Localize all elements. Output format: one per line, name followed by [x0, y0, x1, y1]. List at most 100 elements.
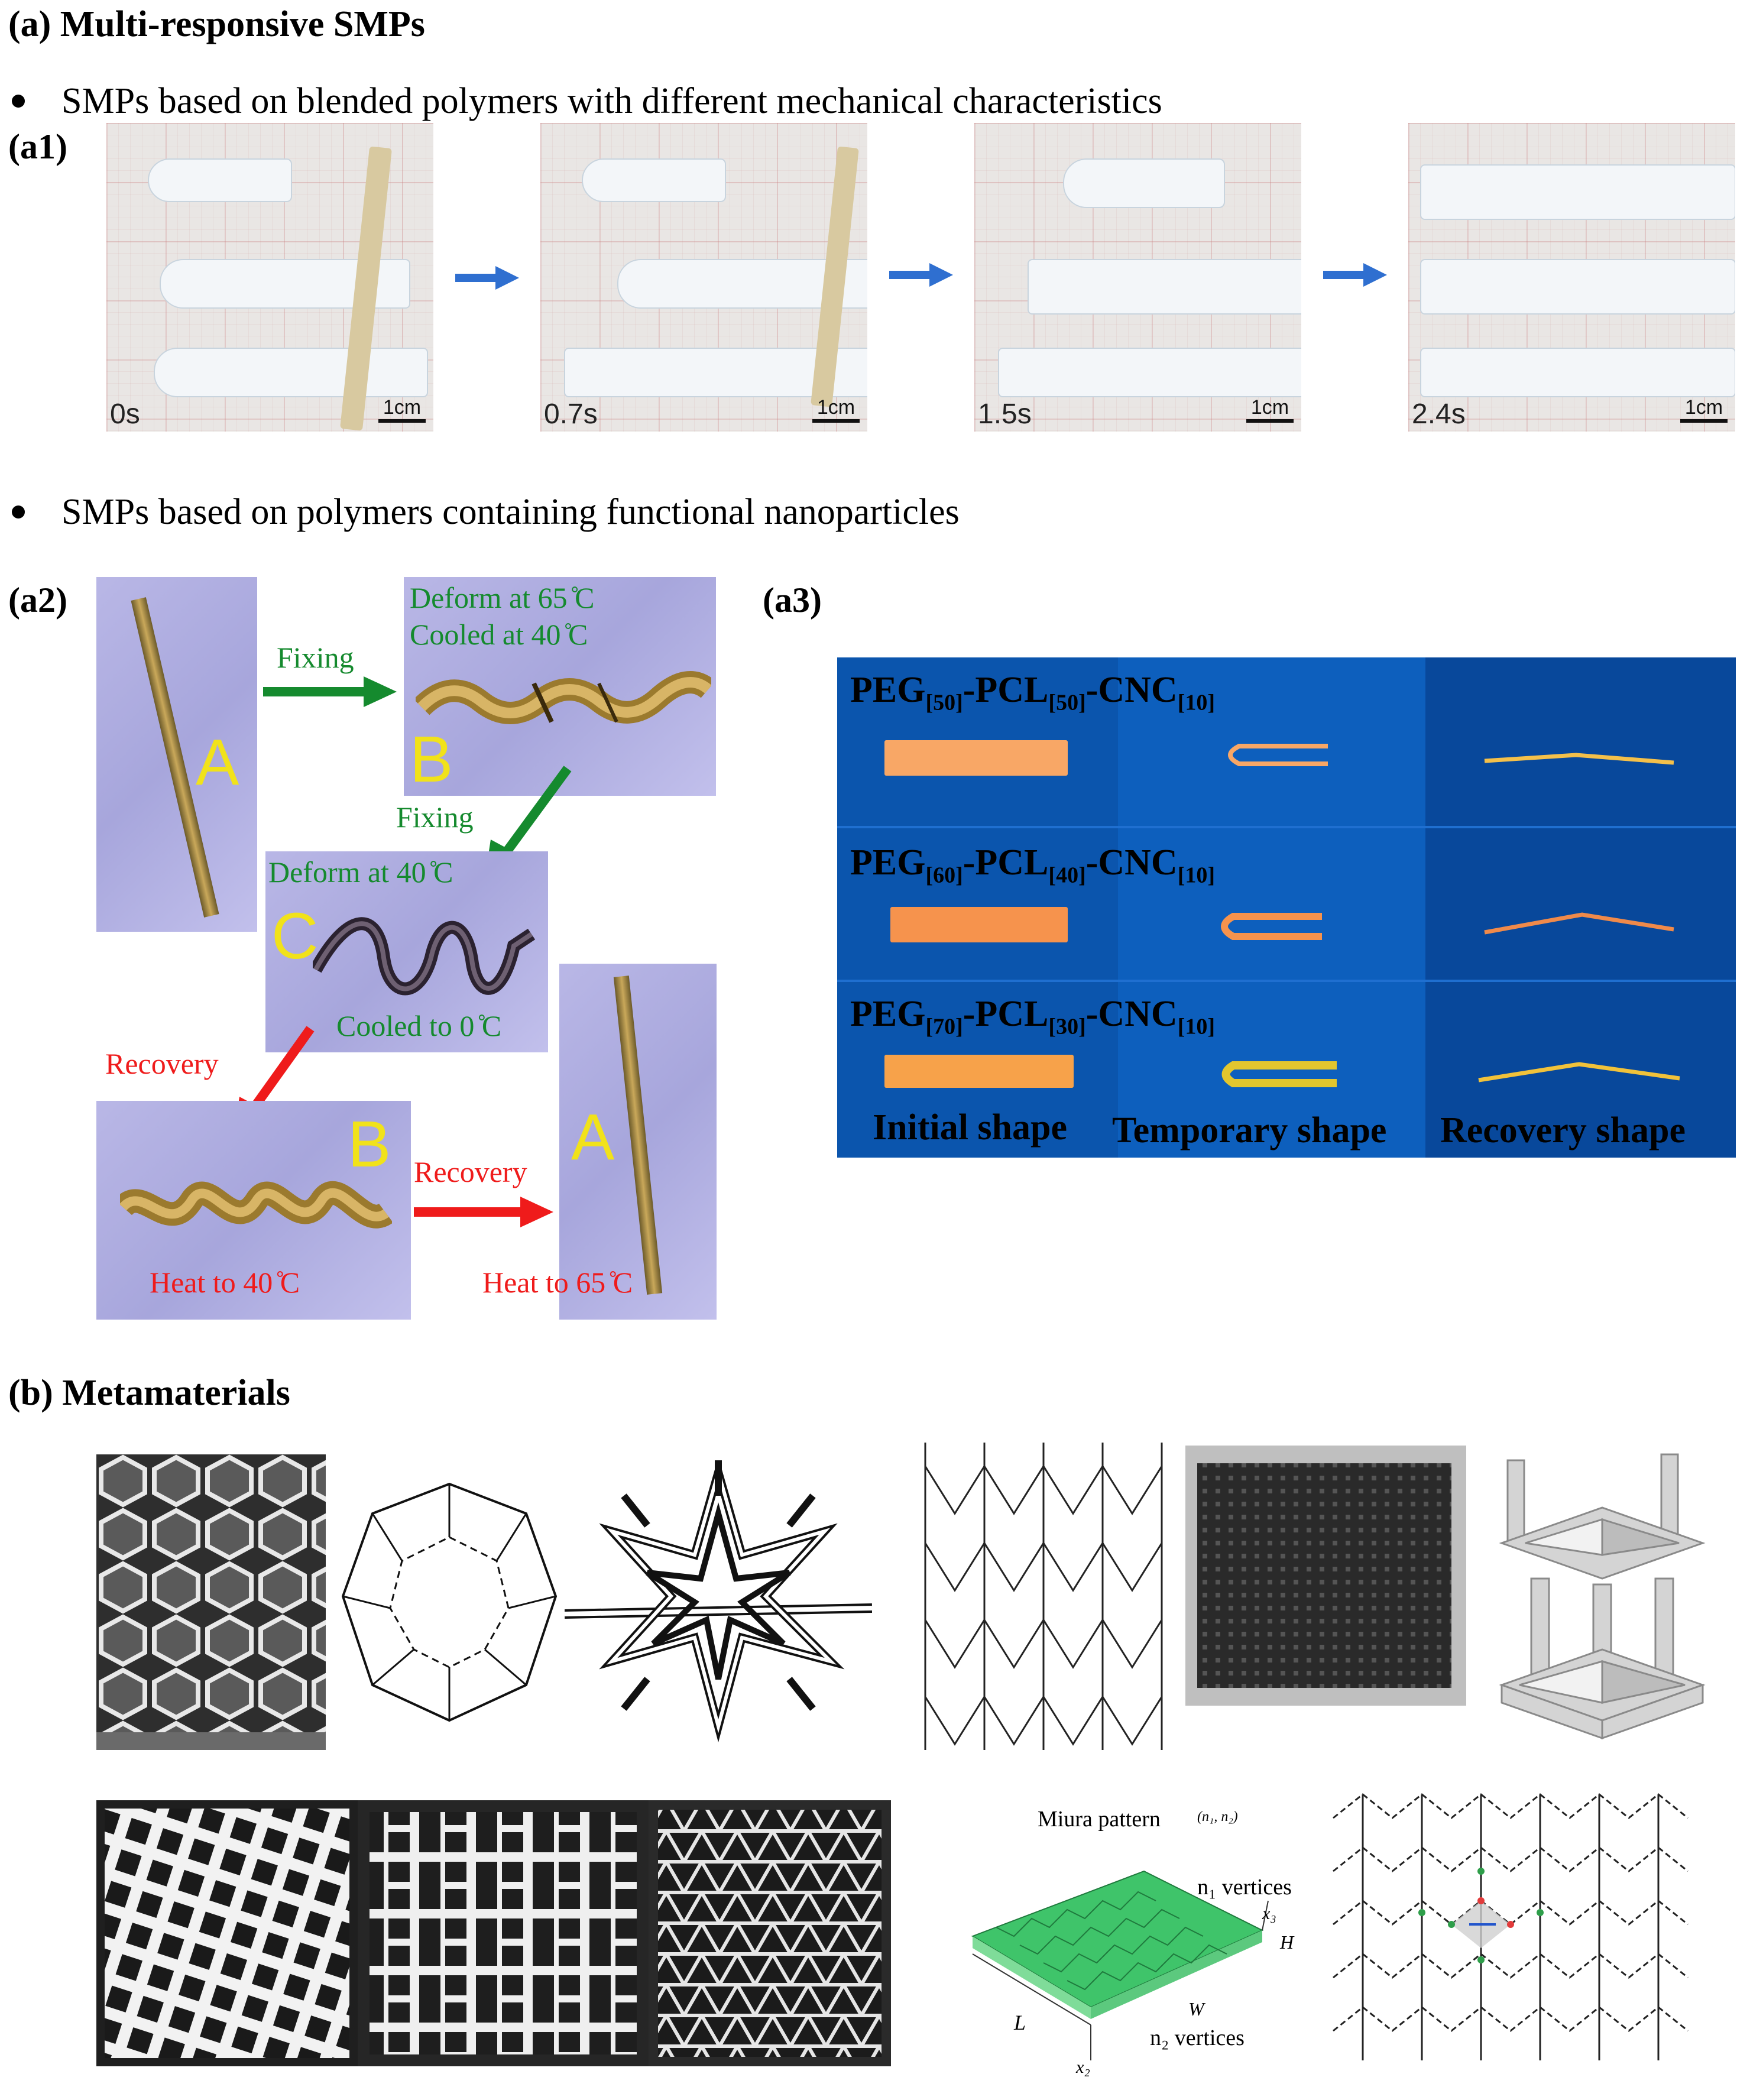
triangular-lattice-sample: [649, 1800, 891, 2066]
a2-panel-b-recovery: B Heat to 40 ̊C: [96, 1101, 411, 1320]
zigzag-lattice-sketch: [924, 1443, 1163, 1750]
initial-shape-strip: [884, 740, 1068, 776]
bullet-nanoparticles: SMPs based on polymers containing functi…: [0, 494, 960, 530]
l-label: L: [1014, 2011, 1026, 2034]
miura-n-label: (n₁, n₂): [1197, 1809, 1238, 1824]
time-label: 1.5s: [978, 398, 1032, 430]
bullet-text: SMPs based on blended polymers with diff…: [61, 81, 1162, 121]
a3-row-label: PEG[60]-PCL[40]-CNC[10]: [850, 842, 1216, 888]
green-arrow-icon: [263, 676, 397, 707]
scale-label: 1cm: [1684, 396, 1723, 419]
row-divider: [837, 980, 1736, 982]
x2-label: x₂: [1076, 2057, 1090, 2077]
bullet-dot: [12, 505, 25, 518]
helix-strip: [120, 1181, 392, 1229]
scale-label: 1cm: [383, 396, 422, 419]
strip-flat: [1420, 348, 1735, 397]
cooled-40-label: Cooled at 40 ̊C: [410, 618, 588, 651]
polyhedral-cell-sketch: [341, 1482, 558, 1722]
col-bg: [1118, 657, 1425, 1158]
strip-flat: [1420, 259, 1735, 315]
miura-sheet: [971, 1870, 1269, 2060]
gold-strip: [613, 976, 663, 1295]
chevron-crease-pattern: [1333, 1793, 1689, 2060]
a2-panel-b-deform65: Deform at 65 ̊C Cooled at 40 ̊C B: [404, 577, 716, 796]
cooled-0-label: Cooled to 0 ̊C: [336, 1009, 502, 1042]
heat-65-label: Heat to 65 ̊C: [482, 1266, 633, 1299]
w-label: W: [1188, 1998, 1204, 2020]
letter-a: A: [196, 726, 239, 799]
row-divider: [837, 826, 1736, 828]
square-lattice-sample: [96, 1800, 358, 2066]
scale-bar-group: 1cm: [378, 396, 426, 423]
col-bg: [1425, 657, 1736, 1158]
n2-vertices-label: n₂ vertices: [1150, 2026, 1245, 2050]
strip-coil: [582, 158, 726, 202]
miura-title: Miura pattern: [1038, 1807, 1161, 1832]
foam-micrograph: [96, 1454, 326, 1750]
lattice-mesh: [1197, 1463, 1451, 1688]
a3-peg-pcl-cnc-panel: PEG[50]-PCL[50]-CNC[10] PEG[60]-PCL[40]-…: [837, 657, 1736, 1158]
scale-bar: [1680, 419, 1728, 423]
letter-b: B: [348, 1108, 391, 1181]
brick-lattice-sample: [358, 1800, 649, 2066]
time-label: 0.7s: [544, 398, 598, 430]
a2-panel-a-recovered: A Heat to 65 ̊C: [482, 964, 717, 1320]
letter-c: C: [271, 900, 319, 973]
chiral-3d-cell-render: [1499, 1453, 1706, 1740]
scale-bar: [1246, 419, 1294, 423]
a1-frame-0.7s: 0.7s 1cm: [540, 123, 867, 432]
panel-label-a2: (a2): [8, 581, 67, 620]
dark-lattice-photo: [1185, 1446, 1466, 1706]
helix-strip: [416, 671, 711, 724]
blue-arrow-icon: [1323, 263, 1387, 287]
a3-row-label: PEG[70]-PCL[30]-CNC[10]: [850, 994, 1216, 1039]
initial-shape-strip: [884, 1055, 1074, 1088]
a2-panel-a-initial: A: [96, 577, 257, 932]
blue-arrow-icon: [455, 266, 519, 290]
foam-cells: [96, 1454, 326, 1750]
deform-65-label: Deform at 65 ̊C: [410, 581, 595, 614]
strip-coil: [1063, 158, 1225, 208]
time-label: 0s: [110, 398, 140, 430]
letter-b: B: [410, 723, 453, 796]
strip-coil: [154, 348, 428, 397]
wave-strip: [313, 917, 536, 996]
x3-label: x₃: [1262, 1904, 1276, 1923]
panel-label-a3: (a3): [763, 581, 822, 620]
temporary-shape-strip: [1221, 913, 1322, 940]
scale-bar-group: 1cm: [812, 396, 860, 423]
recovery-shape-strip: [1484, 753, 1674, 765]
time-label: 2.4s: [1412, 398, 1466, 430]
scale-bar: [812, 419, 860, 423]
scale-label: 1cm: [816, 396, 855, 419]
strip-flat: [998, 348, 1301, 397]
reentrant-star-cell-sketch: [565, 1460, 872, 1743]
a1-frame-2.4s: 2.4s 1cm: [1408, 123, 1735, 432]
deform-40-label: Deform at 40 ̊C: [268, 855, 453, 889]
bullet-blended-polymers: SMPs based on blended polymers with diff…: [0, 83, 1162, 119]
temporary-shape-strip: [1221, 1061, 1337, 1087]
strip-coil: [148, 158, 292, 202]
a1-frame-0s: 0s 1cm: [106, 123, 433, 432]
scale-bar-group: 1cm: [1246, 396, 1294, 423]
miura-pattern-figure: Miura pattern (n₁, n₂) n₁ vertices x₃ H …: [961, 1800, 1327, 2084]
temporary-shape-strip: [1228, 744, 1328, 766]
brick-pattern: [370, 1812, 637, 2054]
fixing-label: Fixing: [396, 801, 474, 834]
blue-arrow-icon: [889, 263, 953, 287]
recovery-shape-strip: [1484, 912, 1674, 935]
scale-bar: [378, 419, 426, 423]
recovery-shape-strip: [1478, 1062, 1680, 1083]
recovery-label: Recovery: [414, 1155, 527, 1188]
triangle-pattern: [658, 1810, 882, 2057]
col-label-temporary: Temporary shape: [1112, 1110, 1387, 1151]
rotated-square-grid: [105, 1809, 349, 2058]
a2-panel-c-deform40: Deform at 40 ̊C C Cooled to 0 ̊C: [265, 851, 548, 1052]
fixing-label: Fixing: [277, 641, 354, 674]
h-label: H: [1280, 1932, 1294, 1953]
scale-bar-group: 1cm: [1680, 396, 1728, 423]
red-arrow-icon: [414, 1197, 553, 1227]
col-label-initial: Initial shape: [873, 1107, 1068, 1148]
strip-flat: [1028, 259, 1301, 315]
